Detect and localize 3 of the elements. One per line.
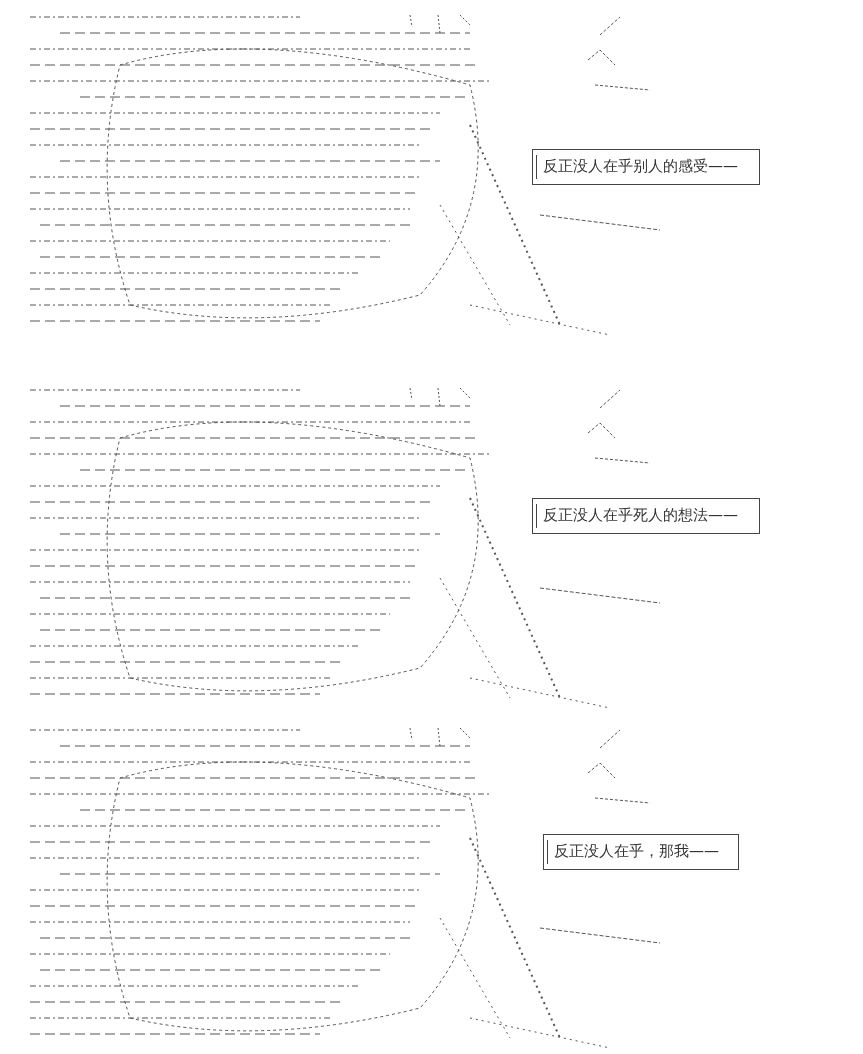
speech-box: 反正没人在乎别人的感受—— xyxy=(532,149,760,185)
speech-box: 反正没人在乎，那我—— xyxy=(543,834,739,870)
speech-box: 反正没人在乎死人的想法—— xyxy=(532,498,760,534)
